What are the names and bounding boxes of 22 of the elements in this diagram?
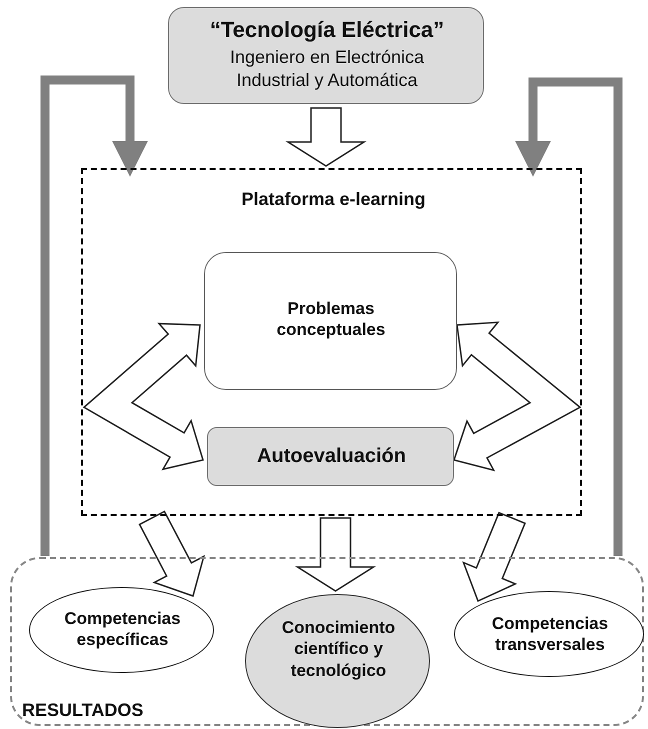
block-arrow	[294, 517, 376, 592]
node-label: Autoevaluación	[256, 444, 407, 469]
feedback-arrow	[515, 78, 622, 556]
node-title: “Tecnología Eléctrica”	[208, 16, 446, 44]
block-arrow	[138, 510, 205, 597]
feedback-arrow	[40, 76, 148, 556]
process-box	[204, 252, 457, 390]
block-arrow	[453, 321, 582, 472]
title-box	[168, 7, 484, 104]
block-arrow	[285, 107, 367, 167]
platform-frame	[81, 168, 582, 516]
block-arrow	[82, 322, 204, 470]
node-label: Competencias transversales	[490, 613, 610, 656]
node-label: Competencias específicas	[63, 608, 182, 650]
node-label: Problemas conceptuales	[276, 298, 386, 340]
results-frame	[10, 557, 644, 726]
block-arrow	[462, 512, 526, 602]
node-label: Conocimiento científico y tecnológico	[280, 617, 396, 681]
frame-title: RESULTADOS	[22, 699, 144, 722]
node-subtitle: Ingeniero en Electrónica Industrial y Automática	[228, 46, 426, 91]
frame-title: Plataforma e-learning	[240, 188, 427, 210]
process-box	[207, 427, 454, 486]
